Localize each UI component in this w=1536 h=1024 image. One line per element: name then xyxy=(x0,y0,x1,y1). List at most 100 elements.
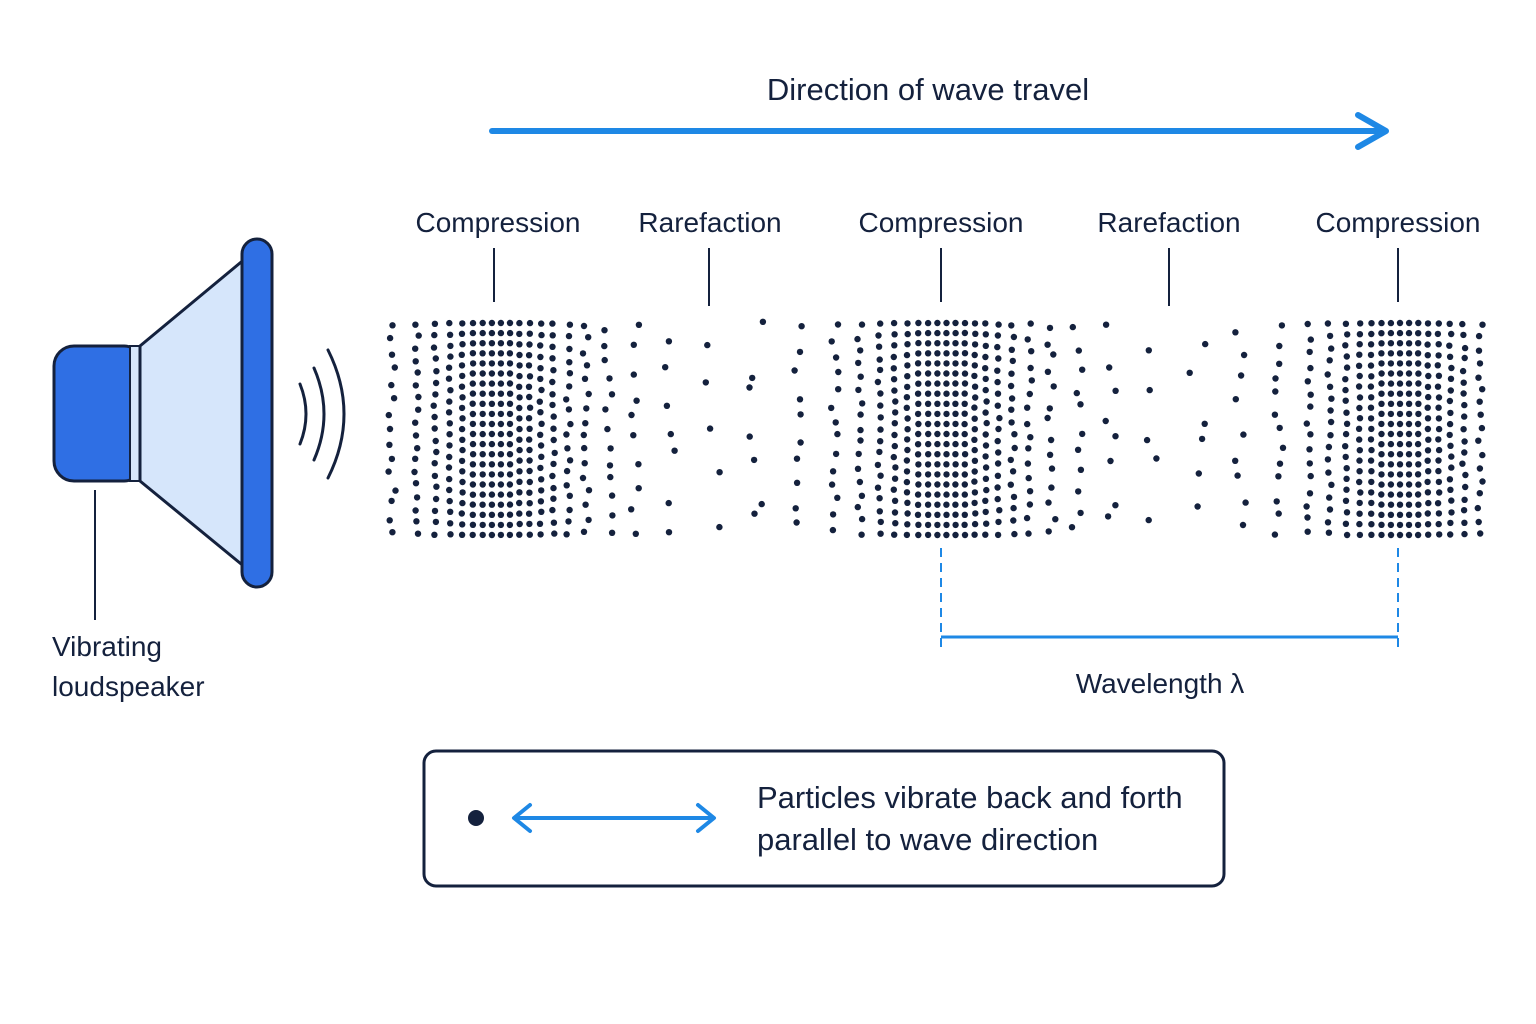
particle-dot xyxy=(526,446,533,454)
particle-dot xyxy=(994,472,1002,479)
particle-dot xyxy=(1435,415,1443,422)
particle-dot xyxy=(446,486,453,494)
particle-dot xyxy=(432,495,440,503)
particle-dot xyxy=(791,367,798,374)
particle-dot xyxy=(488,481,496,488)
particle-dot xyxy=(1378,319,1385,327)
particle-dot xyxy=(551,530,558,537)
particle-dot xyxy=(431,331,438,339)
particle-dot xyxy=(934,420,941,428)
particle-dot xyxy=(983,520,990,527)
particle-dot xyxy=(971,478,978,485)
particle-dot xyxy=(856,478,864,486)
particle-dot xyxy=(1343,420,1351,427)
particle-dot xyxy=(943,531,950,539)
particle-dot xyxy=(1342,453,1349,461)
particle-dot xyxy=(854,465,862,472)
particle-dot xyxy=(445,375,453,382)
particle-dot xyxy=(565,518,572,525)
particle-dot xyxy=(1342,342,1349,349)
particle-dot xyxy=(516,383,523,390)
particle-dot xyxy=(433,448,440,456)
particle-dot xyxy=(1475,347,1483,354)
particle-dot xyxy=(1324,371,1331,378)
particle-dot xyxy=(1387,360,1395,367)
particle-dot xyxy=(412,419,419,426)
particle-dot xyxy=(924,370,932,377)
particle-dot xyxy=(386,334,394,342)
particle-dot xyxy=(892,398,899,405)
particle-dot xyxy=(1415,400,1422,407)
particle-dot xyxy=(1024,460,1032,467)
particle-dot xyxy=(497,390,505,397)
particle-dot xyxy=(1048,465,1056,472)
particle-dot xyxy=(925,451,932,458)
particle-dot xyxy=(488,440,496,448)
particle-dot xyxy=(526,500,533,507)
particle-dot xyxy=(516,372,523,380)
particle-dot xyxy=(1378,481,1385,488)
particle-dot xyxy=(601,342,608,350)
particle-dot xyxy=(1327,418,1335,426)
particle-dot xyxy=(1028,348,1035,355)
particle-dot xyxy=(994,367,1001,374)
particle-dot xyxy=(1028,377,1036,384)
particle-dot xyxy=(1027,434,1034,441)
particle-dot xyxy=(1276,424,1283,432)
particle-dot xyxy=(469,410,477,418)
particle-dot xyxy=(1378,420,1385,428)
particle-dot xyxy=(943,521,950,529)
particle-dot xyxy=(506,360,514,367)
particle-dot xyxy=(914,410,922,418)
particle-dot xyxy=(469,370,476,377)
particle-dot xyxy=(1459,460,1466,467)
particle-dot xyxy=(829,468,837,475)
particle-dot xyxy=(447,508,454,515)
particle-dot xyxy=(943,420,950,428)
particle-dot xyxy=(516,457,523,464)
particle-dot xyxy=(971,320,979,327)
particle-dot xyxy=(538,453,545,460)
particle-dot xyxy=(1415,481,1422,488)
particle-dot xyxy=(1008,346,1015,353)
particle-dot xyxy=(961,451,969,458)
legend-box xyxy=(422,749,1226,888)
particle-dot xyxy=(1240,351,1248,359)
particle-dot xyxy=(1077,466,1085,473)
particle-dot xyxy=(1461,344,1469,352)
particle-dot xyxy=(1007,382,1015,390)
particle-dot xyxy=(1414,531,1422,539)
particle-dot xyxy=(1007,456,1014,464)
particle-dot xyxy=(1387,501,1395,508)
particle-dot xyxy=(1357,489,1364,496)
particle-dot xyxy=(563,396,570,403)
particle-dot xyxy=(488,420,496,428)
particle-dot xyxy=(749,374,756,382)
particle-dot xyxy=(943,440,950,448)
particle-dot xyxy=(549,343,556,350)
particle-dot xyxy=(1325,469,1332,476)
particle-dot xyxy=(1368,478,1375,486)
particle-dot xyxy=(526,520,533,528)
particle-dot xyxy=(828,481,836,488)
particle-dot xyxy=(536,398,543,405)
particle-dot xyxy=(1405,441,1413,448)
particle-dot xyxy=(904,510,911,517)
particle-dot xyxy=(526,489,533,496)
particle-dot xyxy=(1355,383,1363,390)
particle-dot xyxy=(952,511,959,518)
particle-dot xyxy=(1325,529,1333,536)
particle-dot xyxy=(934,471,941,478)
particle-dot xyxy=(934,481,941,488)
particle-dot xyxy=(479,521,486,529)
particle-dot xyxy=(549,332,556,339)
particle-dot xyxy=(662,364,669,371)
particle-dot xyxy=(934,380,941,387)
particle-dot xyxy=(663,402,671,409)
particle-dot xyxy=(925,430,932,438)
particle-dot xyxy=(891,509,899,516)
particle-dot xyxy=(1275,510,1282,517)
particle-dot xyxy=(1102,321,1110,328)
region-label-compression: Compression xyxy=(416,207,581,238)
particle-dot xyxy=(665,529,673,536)
